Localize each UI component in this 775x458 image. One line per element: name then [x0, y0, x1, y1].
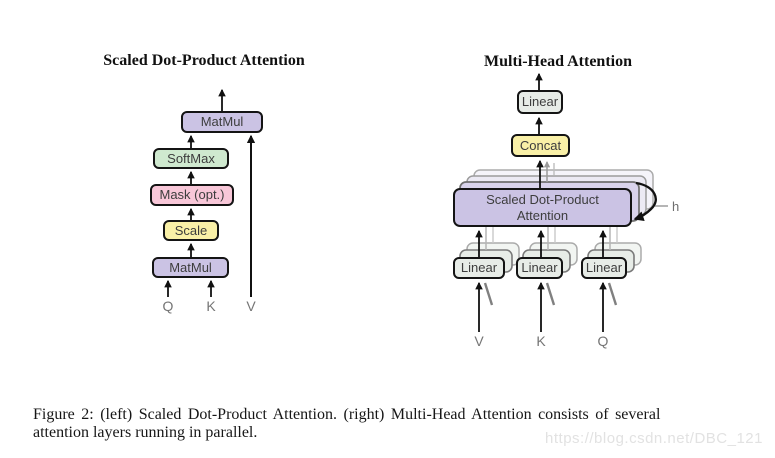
linear-v-block: Linear	[453, 257, 505, 279]
q-input-label: Q	[162, 298, 174, 314]
linear-k-block: Linear	[516, 257, 563, 279]
ghost-input-shadow	[607, 282, 618, 306]
matmul-top-block: MatMul	[181, 111, 263, 133]
scaled-dot-product-attention-block: Scaled Dot-Product Attention	[453, 188, 632, 227]
h-heads-swoosh-arrow	[633, 181, 657, 222]
softmax-block: SoftMax	[153, 148, 229, 169]
mask-block: Mask (opt.)	[150, 184, 234, 206]
right-diagram-title: Multi-Head Attention	[484, 53, 632, 70]
linear-top-block: Linear	[517, 90, 563, 114]
v-input-label: V	[246, 298, 256, 314]
scale-block: Scale	[163, 220, 219, 241]
matmul-bottom-block: MatMul	[152, 257, 229, 278]
head-count-label: h	[672, 199, 680, 214]
figure-caption: Figure 2: (left) Scaled Dot-Product Atte…	[33, 406, 738, 442]
q-input-label: Q	[597, 333, 609, 349]
linear-q-block: Linear	[581, 257, 627, 279]
right-diagram-arrows	[475, 72, 668, 332]
csdn-watermark: https://blog.csdn.net/DBC_121	[545, 430, 763, 447]
k-input-label: K	[536, 333, 546, 349]
caption-line-2: attention layers running in parallel.	[33, 424, 258, 441]
ghost-input-shadow	[483, 282, 494, 306]
caption-line-1: Figure 2: (left) Scaled Dot-Product Atte…	[33, 406, 661, 423]
left-diagram-title: Scaled Dot-Product Attention	[103, 52, 305, 69]
k-input-label: K	[206, 298, 216, 314]
v-input-label: V	[474, 333, 484, 349]
concat-block: Concat	[511, 134, 570, 157]
ghost-input-shadow	[545, 282, 556, 306]
left-diagram-arrows	[164, 88, 256, 297]
